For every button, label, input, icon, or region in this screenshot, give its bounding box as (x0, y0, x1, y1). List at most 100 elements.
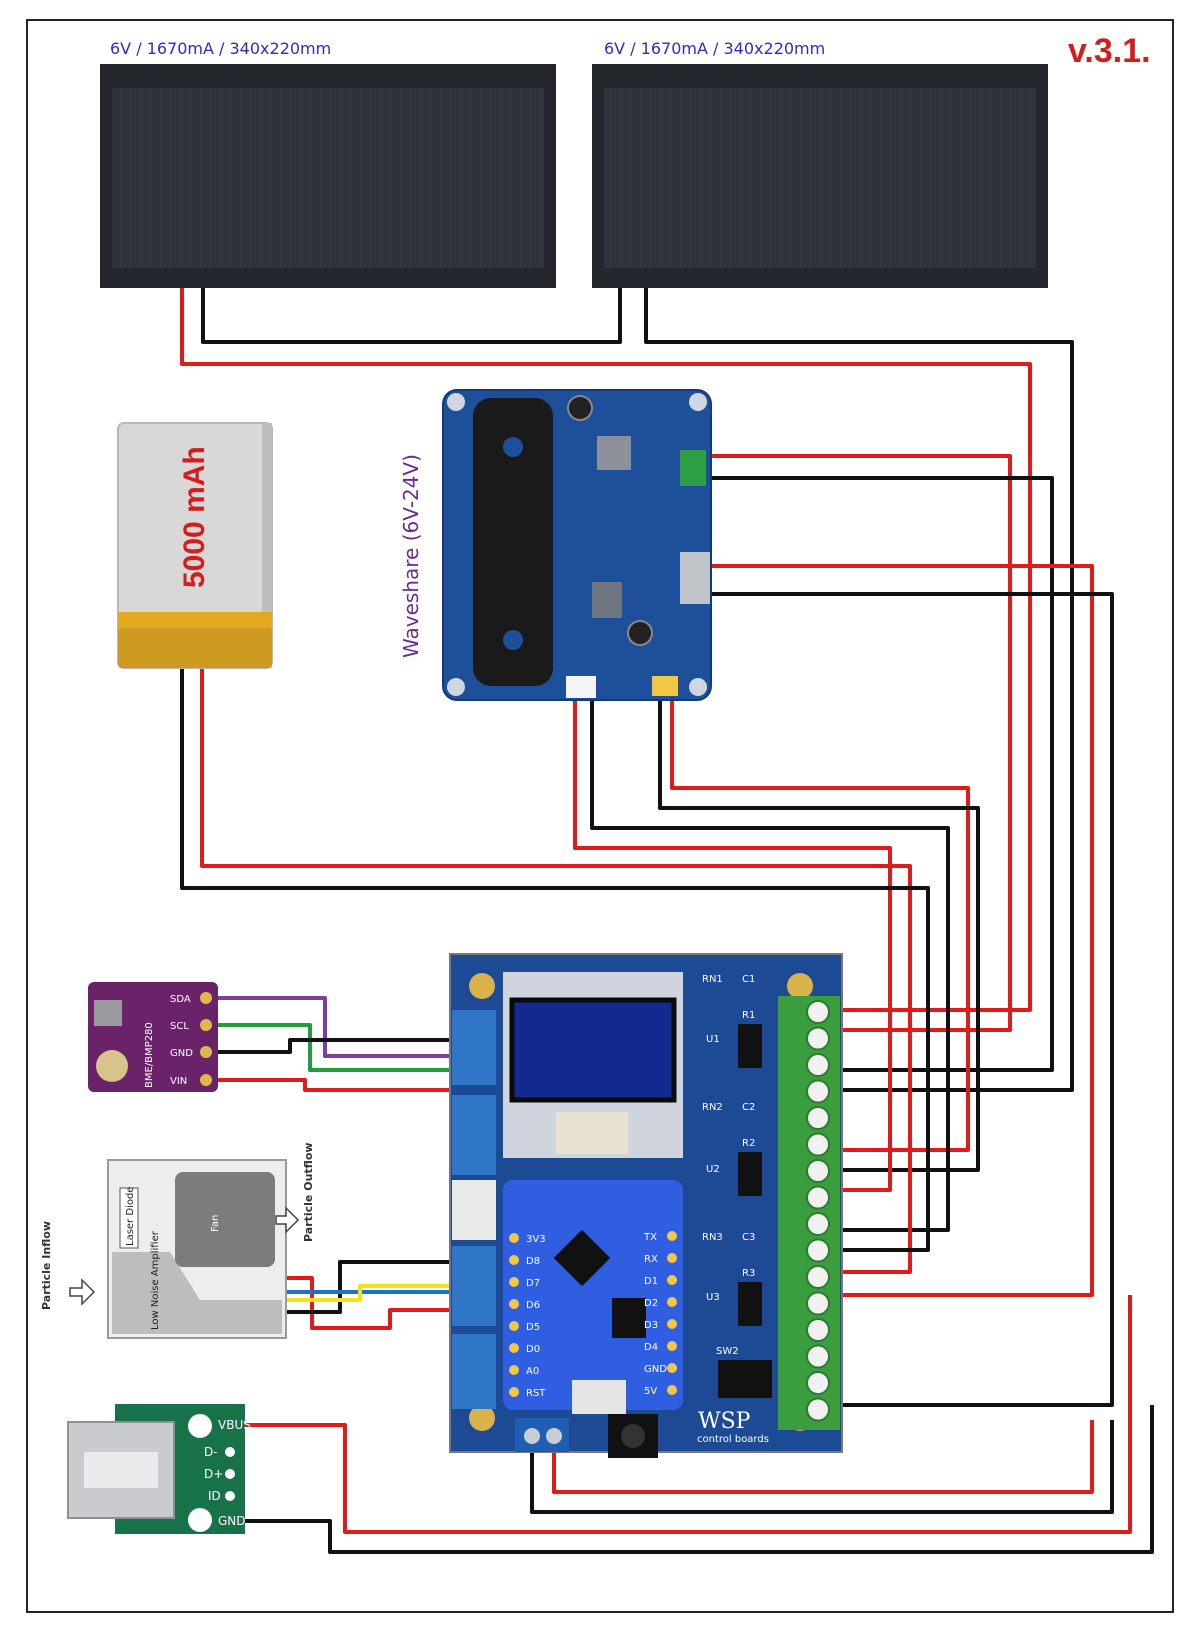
output-header (652, 676, 678, 696)
particle-inflow-label: Particle Inflow (40, 1221, 53, 1310)
esp-left-pin (509, 1255, 519, 1265)
usb-gnd-wire (243, 1405, 1154, 1554)
esp-right-pin-label: TX (643, 1232, 657, 1243)
charger-batt-positive-wire (573, 700, 892, 1192)
esp-left-pin (509, 1321, 519, 1331)
board-component-label: R3 (742, 1268, 755, 1279)
resistor-block (738, 1024, 762, 1068)
bme-vin-wire (218, 1078, 450, 1092)
board-component-label: U2 (706, 1164, 720, 1175)
esp-right-pin (667, 1253, 677, 1263)
battery-capacity-label: 5000 mAh (178, 446, 211, 588)
board-component-label: C1 (742, 974, 755, 985)
terminal-screw (806, 1026, 830, 1051)
lipo-battery: 5000 mAh (117, 422, 273, 669)
bme-scl-wire (218, 1023, 450, 1072)
esp-left-pin-label: D5 (526, 1322, 540, 1333)
terminal-screw (806, 1397, 830, 1422)
i2c-connector (452, 1010, 496, 1085)
charger-solar-in-negative (708, 476, 1054, 1072)
version-label: v.3.1. (1068, 32, 1151, 70)
usb-pin-dminus: D- (204, 1445, 218, 1459)
pms-rx-wire (285, 1284, 450, 1302)
esp-right-pin (667, 1275, 677, 1285)
particle-outflow-label: Particle Outflow (302, 1142, 315, 1242)
inflow-arrow-icon (69, 1278, 96, 1306)
sensor-chip (94, 1000, 122, 1026)
solar-panel-2-label: 6V / 1670mA / 340x220mm (604, 39, 825, 58)
charger-label: Waveshare (6V-24V) (399, 454, 423, 658)
esp-right-pin-label: D4 (644, 1342, 658, 1353)
esp-left-pin-label: D7 (526, 1278, 540, 1289)
esp-right-pin (667, 1297, 677, 1307)
outflow-arrow-icon (275, 1206, 300, 1234)
solar-panel-1: 6V / 1670mA / 340x220mm (100, 39, 556, 288)
esp-right-pin (667, 1385, 677, 1395)
board-component-label: U1 (706, 1034, 720, 1045)
board-component-label: C2 (742, 1102, 755, 1113)
diagram-frame (26, 19, 1174, 1613)
charger-usb-out-positive (708, 564, 1094, 1297)
terminal-screw (806, 1132, 830, 1157)
battery-negative-wire (180, 664, 930, 1252)
bme-pins: SDA SCL GND VIN (170, 992, 212, 1087)
bme-sda-wire (218, 996, 450, 1058)
sw2-switch (718, 1360, 772, 1398)
pms-positive-wire (285, 1276, 450, 1330)
esp-left-pin (509, 1277, 519, 1287)
terminal-screw (806, 1265, 830, 1289)
esp-right-pin-label: D1 (644, 1276, 658, 1287)
solar-cells (112, 88, 544, 268)
charger-out-negative-wire (658, 700, 980, 1172)
esp-left-pin-label: D0 (526, 1344, 540, 1355)
solar2-negative-wire (644, 288, 1074, 1092)
esp-right-pin-label: GND (644, 1364, 667, 1375)
solar-in-terminal (680, 450, 706, 486)
oled-screen (509, 997, 677, 1103)
battery-connector (566, 676, 596, 698)
terminal-screw (806, 1344, 830, 1369)
charger-usb-out-negative (708, 592, 1114, 1407)
usb-pin-vbus: VBUS (218, 1418, 251, 1432)
charger-solar-in-positive (708, 454, 1012, 1032)
esp-left-pin-label: D6 (526, 1300, 540, 1311)
resistor-block (738, 1152, 762, 1196)
terminal-screw (806, 1185, 830, 1210)
esp-right-pin-label: 5V (644, 1386, 657, 1397)
18650-holder (473, 398, 553, 686)
terminal-screw (806, 1318, 830, 1342)
esp-left-pin (509, 1387, 519, 1397)
terminal-screw (806, 1291, 830, 1316)
esp-module (503, 1180, 683, 1410)
esp-left-pin-label: 3V3 (526, 1234, 546, 1245)
usb-out-port (680, 552, 710, 604)
terminal-screw (806, 1079, 830, 1104)
terminal-screw (806, 1053, 830, 1077)
board-input-negative (530, 1420, 1114, 1514)
esp-left-pin (509, 1233, 519, 1243)
board-component-label: R1 (742, 1010, 755, 1021)
charger-out-positive-wire (670, 700, 970, 1152)
usb-pin-id: ID (208, 1489, 221, 1503)
fan-label: Fan (210, 1215, 221, 1232)
terminal-screws (806, 1000, 830, 1422)
bme280-sensor: BME/BMP280 SDA SCL GND VIN (88, 982, 218, 1092)
micro-usb-port (572, 1380, 626, 1414)
bme-pin-vin: VIN (170, 1076, 187, 1087)
esp-right-pin-label: D3 (644, 1320, 658, 1331)
wsp-sub-label: control boards (697, 1434, 769, 1445)
terminal-screw (806, 1106, 830, 1130)
esp-left-pin-label: D8 (526, 1256, 540, 1267)
usb-pin-gnd: GND (218, 1514, 246, 1528)
board-component-label: RN2 (702, 1102, 723, 1113)
battery-positive-wire (200, 664, 912, 1274)
esp-left-pin (509, 1365, 519, 1375)
bme-pin-scl: SCL (170, 1021, 189, 1032)
board-input-positive (552, 1420, 1094, 1494)
esp-left-pin (509, 1299, 519, 1309)
solar-cells (604, 88, 1036, 268)
serial-connector (452, 1246, 496, 1326)
particle-sensor: Fan Laser Diode Low Noise Amplifier Part… (40, 1142, 315, 1339)
